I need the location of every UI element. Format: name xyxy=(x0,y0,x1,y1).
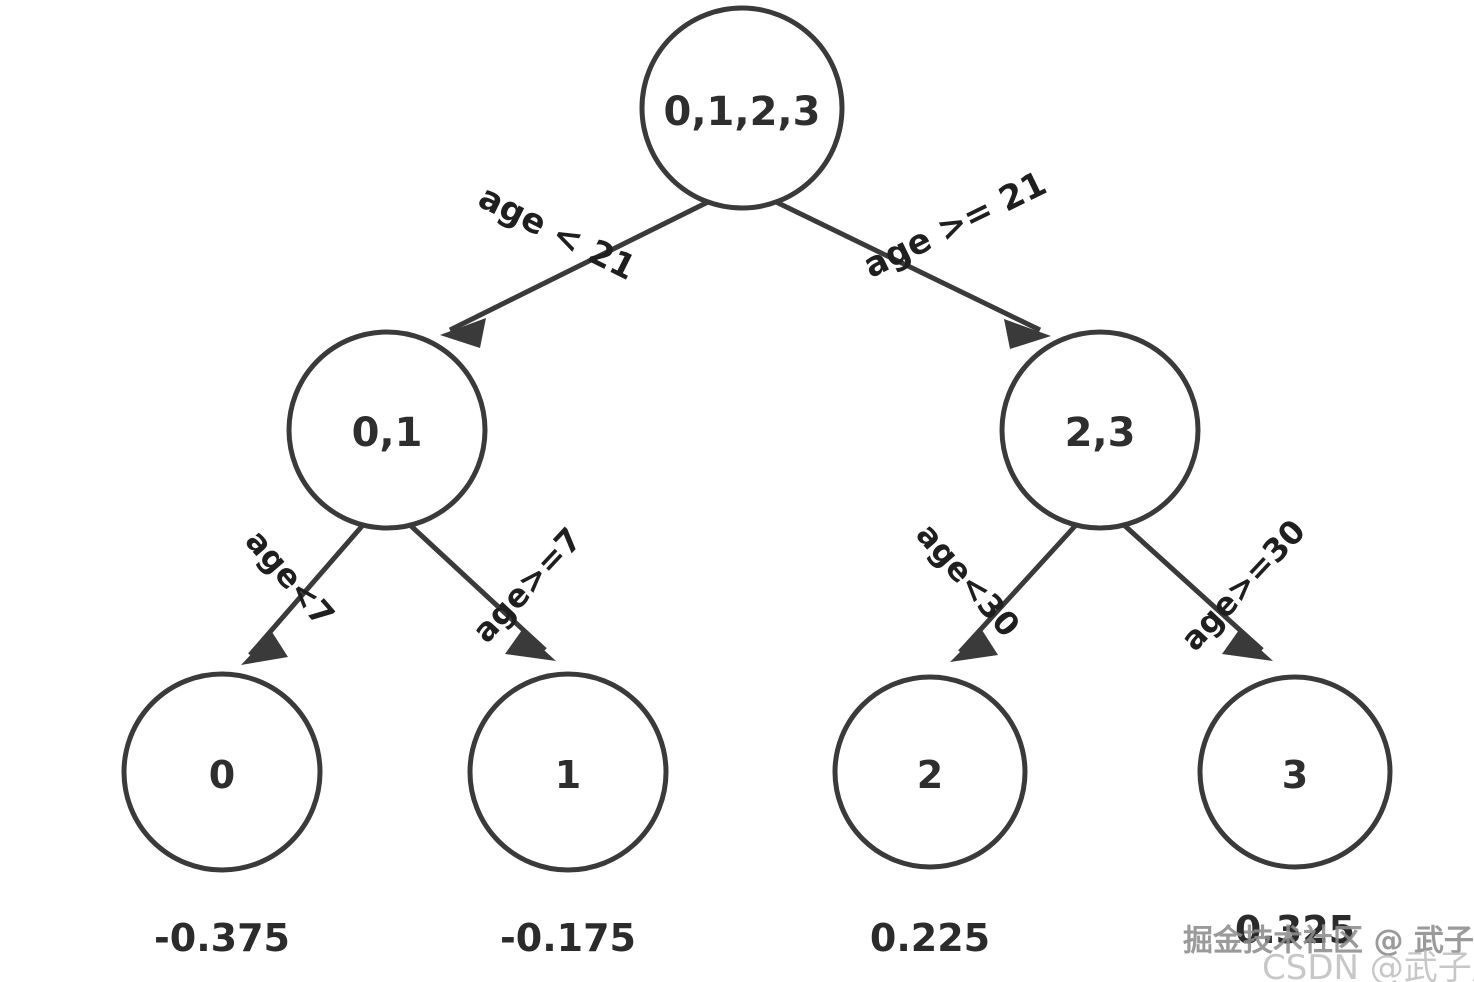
leaf-value-1: -0.175 xyxy=(500,916,636,960)
leaf-value-0: -0.375 xyxy=(154,916,290,960)
edge-23-right: age>=30 xyxy=(1122,512,1313,661)
edge-root-right-arrowhead xyxy=(1004,319,1051,349)
tree-node-left[interactable]: 0,1 xyxy=(286,329,488,531)
watermark-csdn: CSDN @武子康 xyxy=(1262,948,1474,982)
edge-root-left-line xyxy=(448,197,714,333)
watermark-juejin: 掘金技术社区 @ 武子康 xyxy=(1183,924,1474,959)
tree-leaf-3[interactable]: 3 xyxy=(1197,674,1393,870)
edge-01-left-arrowhead xyxy=(241,632,288,665)
tree-leaf-1-circle[interactable] xyxy=(467,671,669,873)
edge-23-left-arrowhead xyxy=(950,630,998,662)
edge-root-right: age >= 21 xyxy=(770,164,1053,349)
edge-01-right-line xyxy=(408,523,547,652)
edge-01-left: age<7 xyxy=(238,522,365,665)
tree-node-left-label: 0,1 xyxy=(352,410,423,456)
edge-23-left: age<30 xyxy=(909,516,1078,662)
edge-23-left-line xyxy=(958,523,1078,654)
tree-leaf-0-label: 0 xyxy=(209,753,235,797)
tree-leaf-3-circle[interactable] xyxy=(1197,674,1393,870)
edge-23-right-line xyxy=(1122,523,1264,652)
edge-root-left-arrowhead xyxy=(440,318,486,348)
tree-leaf-0[interactable]: 0 xyxy=(121,671,323,873)
edge-root-right-line xyxy=(770,197,1042,333)
tree-node-right-circle[interactable] xyxy=(999,329,1201,531)
edge-23-left-label: age<30 xyxy=(909,516,1028,645)
tree-leaf-0-circle[interactable] xyxy=(121,671,323,873)
tree-node-left-circle[interactable] xyxy=(286,329,488,531)
edge-01-right: age>=7 xyxy=(408,520,589,661)
edge-root-left-label: age < 21 xyxy=(472,177,642,289)
tree-leaf-1-label: 1 xyxy=(555,753,581,797)
tree-node-root-circle[interactable] xyxy=(639,5,845,211)
edge-01-right-arrowhead xyxy=(505,630,556,661)
edge-root-left: age < 21 xyxy=(440,177,714,348)
leaf-value-3: 0.325 xyxy=(1235,908,1355,952)
edge-01-left-line xyxy=(248,523,365,657)
edge-root-right-label: age >= 21 xyxy=(857,164,1053,287)
tree-node-right-label: 2,3 xyxy=(1065,410,1136,456)
tree-leaf-2-label: 2 xyxy=(917,753,943,797)
tree-leaf-2-circle[interactable] xyxy=(832,674,1028,870)
tree-node-root[interactable]: 0,1,2,3 xyxy=(639,5,845,211)
edge-01-left-label: age<7 xyxy=(238,522,342,634)
tree-node-root-label: 0,1,2,3 xyxy=(664,89,821,135)
leaf-value-2: 0.225 xyxy=(870,916,990,960)
tree-leaf-3-label: 3 xyxy=(1282,753,1308,797)
tree-leaf-2[interactable]: 2 xyxy=(832,674,1028,870)
tree-node-right[interactable]: 2,3 xyxy=(999,329,1201,531)
tree-leaf-1[interactable]: 1 xyxy=(467,671,669,873)
edge-23-right-arrowhead xyxy=(1222,630,1273,661)
